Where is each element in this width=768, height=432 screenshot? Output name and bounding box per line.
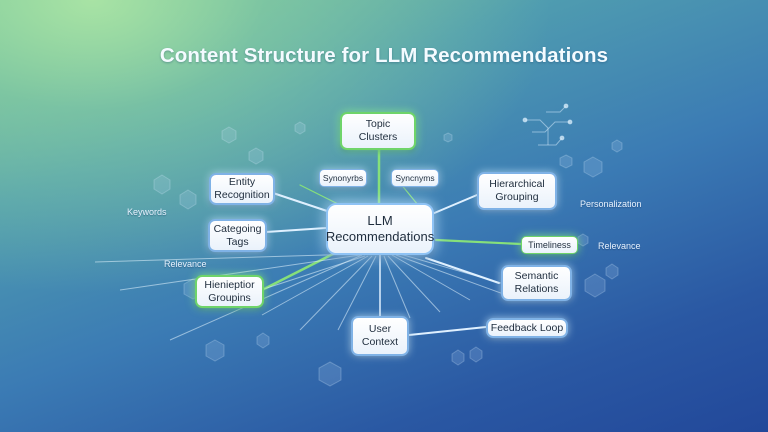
label-relevance-left: Relevance — [164, 259, 207, 269]
label-relevance-right: Relevance — [598, 241, 641, 251]
label-personalization: Personalization — [580, 199, 642, 209]
node-label: Timeliness — [528, 239, 571, 250]
node-label: Feedback Loop — [490, 321, 564, 334]
node-label: Semantic Relations — [514, 270, 559, 295]
node-hierarchy-groups[interactable]: Hienieptior Groupins — [195, 275, 264, 308]
node-label: Topic Clusters — [358, 118, 398, 143]
node-synonyms-right[interactable]: Syncnyms — [391, 169, 439, 187]
node-label: LLM Recommendations — [325, 213, 435, 244]
node-label: Syncnyms — [395, 172, 435, 183]
node-label: User Context — [361, 323, 399, 348]
node-feedback-loop[interactable]: Feedback Loop — [486, 318, 568, 338]
node-synonyms-left[interactable]: Synonyrbs — [319, 169, 367, 187]
hexagon-decorations — [153, 121, 623, 387]
circuit-decoration — [522, 103, 573, 146]
node-label: Hierarchical Grouping — [489, 178, 545, 203]
node-timeliness[interactable]: Timeliness — [521, 236, 578, 254]
node-topic-clusters[interactable]: Topic Clusters — [340, 112, 416, 150]
node-label: Categoing Tags — [213, 222, 262, 248]
node-llm-recommendations[interactable]: LLM Recommendations — [326, 203, 434, 255]
diagram-title: Content Structure for LLM Recommendation… — [159, 44, 609, 67]
node-category-tags[interactable]: Categoing Tags — [208, 219, 267, 252]
node-label: Entity Recognition — [214, 176, 270, 201]
node-hierarchical-grouping[interactable]: Hierarchical Grouping — [477, 172, 557, 210]
node-user-context[interactable]: User Context — [351, 316, 409, 356]
node-entity-recognition[interactable]: Entity Recognition — [209, 173, 275, 205]
node-label: Hienieptior Groupins — [204, 278, 255, 304]
node-semantic-relations[interactable]: Semantic Relations — [501, 265, 572, 301]
node-label: Synonyrbs — [322, 172, 364, 183]
label-keywords: Keywords — [127, 207, 167, 217]
